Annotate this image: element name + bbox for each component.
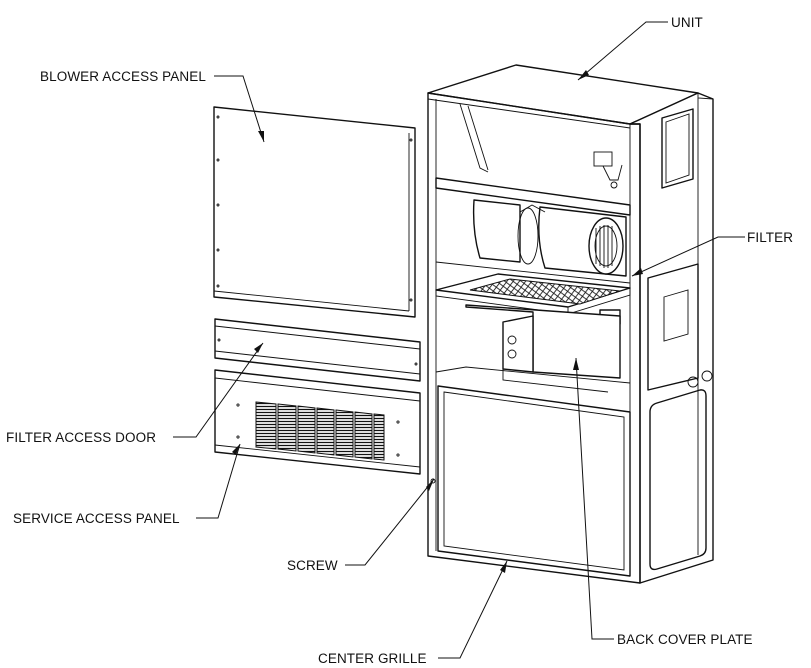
side-access-plate (647, 263, 713, 391)
label-service-access-panel: SERVICE ACCESS PANEL (13, 511, 180, 526)
center-grille (437, 385, 631, 577)
screw-head (430, 478, 436, 484)
louver-grille (255, 401, 385, 461)
label-filter: FILTER (747, 230, 793, 245)
label-center-grille: CENTER GRILLE (318, 651, 427, 666)
service-access-panel (214, 369, 421, 475)
label-back-cover-plate: BACK COVER PLATE (617, 632, 753, 647)
blower-access-panel (213, 106, 416, 318)
side-vent-upper (661, 108, 694, 189)
blower-wheel (472, 151, 627, 277)
label-unit: UNIT (671, 15, 703, 30)
label-screw: SCREW (287, 558, 338, 573)
back-cover-plate (465, 304, 621, 393)
filter-access-door (214, 318, 421, 382)
side-grille (649, 389, 707, 571)
label-blower-access-panel: BLOWER ACCESS PANEL (40, 69, 206, 84)
unit-body (427, 64, 714, 584)
leader-lines (173, 21, 745, 659)
label-filter-access-door: FILTER ACCESS DOOR (6, 430, 156, 445)
